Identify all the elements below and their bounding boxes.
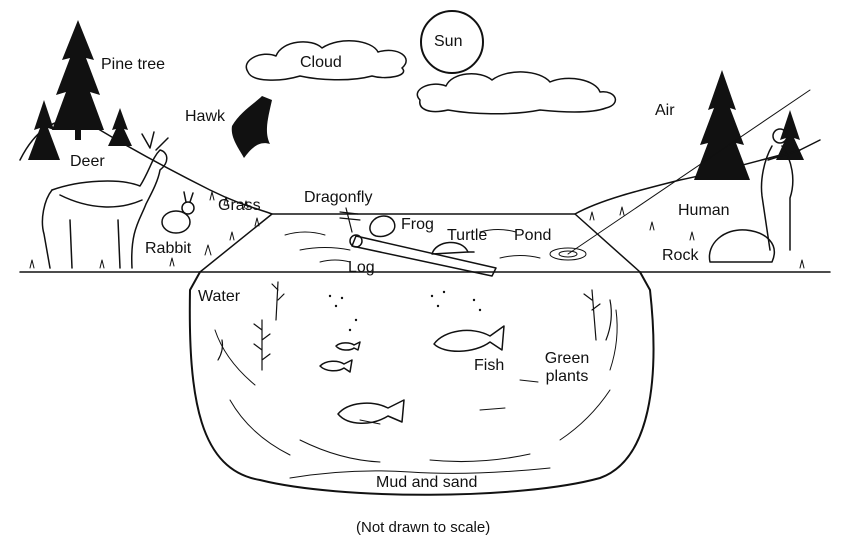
- basin-water-texture: [214, 309, 618, 463]
- dragonfly-drawing: [339, 207, 361, 233]
- label-turtle: Turtle: [447, 227, 488, 244]
- label-dragonfly: Dragonfly: [304, 189, 373, 206]
- label-cloud: Cloud: [300, 54, 342, 71]
- cloud-drawing-left: [245, 40, 407, 81]
- label-green-plants: Green plants: [544, 350, 590, 385]
- label-grass: Grass: [218, 197, 261, 214]
- fishing-line: [567, 89, 811, 255]
- label-hawk: Hawk: [185, 108, 226, 125]
- fish-drawing: [319, 325, 505, 424]
- label-rabbit: Rabbit: [145, 240, 192, 257]
- human-drawing: [760, 128, 821, 251]
- label-rock: Rock: [662, 247, 699, 264]
- log-drawing: [349, 234, 497, 277]
- label-human: Human: [678, 202, 730, 219]
- rabbit-drawing: [161, 191, 195, 234]
- label-frog: Frog: [401, 216, 434, 233]
- label-water: Water: [198, 288, 241, 305]
- right-hill: [574, 149, 801, 215]
- label-deer: Deer: [70, 153, 105, 170]
- pond-basin: [188, 271, 655, 496]
- label-pond: Pond: [514, 227, 552, 244]
- air-bubbles: [328, 290, 482, 332]
- pine-tree-drawing: [28, 20, 132, 160]
- green-plants-drawing: [217, 281, 612, 371]
- turtle-drawing: [431, 241, 475, 255]
- cloud-drawing-right: [416, 71, 617, 115]
- label-mud-and-sand: Mud and sand: [376, 474, 478, 491]
- label-log: Log: [348, 259, 375, 276]
- label-pine-tree: Pine tree: [101, 56, 166, 73]
- deer-drawing: [41, 131, 169, 269]
- rock-drawing: [708, 229, 775, 263]
- hawk-drawing: [231, 96, 272, 158]
- mud-and-sand-drawing: [289, 467, 551, 479]
- label-sun: Sun: [434, 33, 463, 50]
- sun-drawing: [420, 10, 484, 74]
- grass-drawing: [29, 191, 805, 269]
- label-air: Air: [655, 102, 675, 119]
- not-to-scale-note: (Not drawn to scale): [356, 519, 491, 536]
- frog-drawing: [369, 215, 396, 238]
- label-fish: Fish: [474, 357, 505, 374]
- water-ripples: [284, 229, 587, 263]
- pond-surface-outline: [199, 213, 641, 273]
